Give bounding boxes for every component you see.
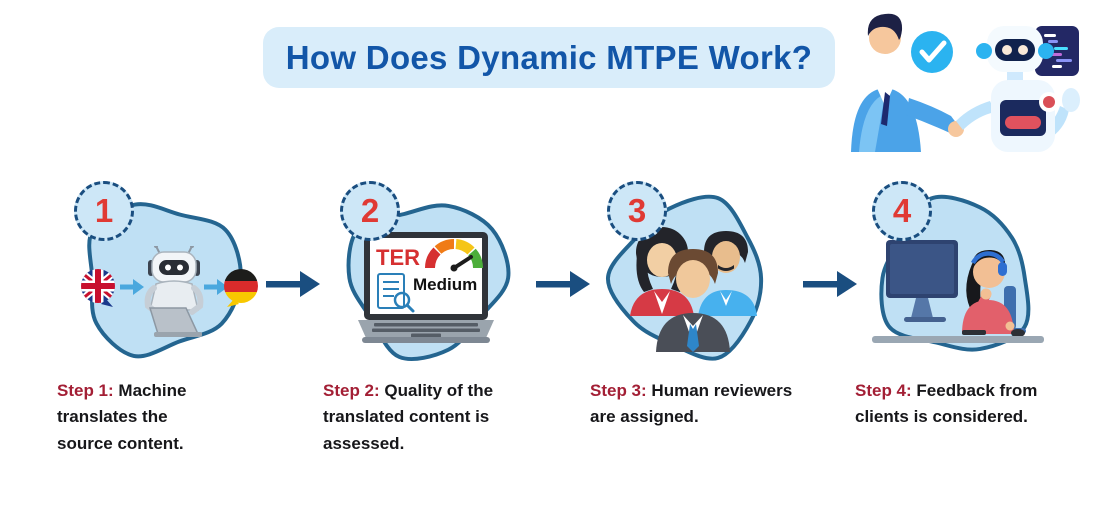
step-3-number-badge: 3 <box>607 181 667 241</box>
reviewer-lead-icon <box>656 249 730 352</box>
laptop-quality-gauge-icon: TER Medium <box>358 232 494 343</box>
step-3-label: Step 3: <box>590 381 647 400</box>
title-banner: How Does Dynamic MTPE Work? <box>263 27 835 88</box>
uk-flag-icon <box>81 269 115 307</box>
flow-arrow-icon <box>536 271 590 297</box>
step-4-caption: Step 4: Feedback from clients is conside… <box>855 378 1071 431</box>
ter-gauge: TER Medium <box>376 238 484 294</box>
step-3-caption: Step 3: Human reviewers are assigned. <box>590 378 802 431</box>
reviewer-team-icon <box>630 227 757 352</box>
step-number: 1 <box>94 192 114 229</box>
step-1-blob <box>50 186 268 370</box>
step-2-blob: TER Medium <box>316 186 534 370</box>
hero-illustration <box>845 0 1095 152</box>
step-2-label: Step 2: <box>323 381 380 400</box>
woman-at-computer-icon <box>872 240 1044 343</box>
step-1-label: Step 1: <box>57 381 114 400</box>
arrow-right-icon <box>120 279 144 295</box>
document-review-icon <box>377 273 415 313</box>
code-panel-icon <box>1035 26 1079 76</box>
quality-level-label: Medium <box>413 275 477 294</box>
step-2-text: Quality of the translated content is ass… <box>323 381 494 453</box>
monitor-icon <box>886 240 958 322</box>
flow-arrow-icon <box>803 271 857 297</box>
step-number: 2 <box>360 192 380 229</box>
man-in-suit-icon <box>851 13 964 152</box>
man-robot-handshake-illustration <box>851 13 1080 152</box>
step-1-text: Machine translates the source content. <box>57 381 187 453</box>
step-2-caption: Step 2: Quality of the translated conten… <box>323 378 527 457</box>
reviewer-man-mustache-icon <box>698 231 757 316</box>
step-number: 4 <box>892 192 912 229</box>
step-4-label: Step 4: <box>855 381 912 400</box>
step-3-text: Human reviewers are assigned. <box>590 381 793 427</box>
woman-icon <box>962 249 1015 334</box>
step-1-caption: Step 1: Machine translates the source co… <box>57 378 215 457</box>
step-number: 3 <box>627 192 647 229</box>
step-2-number-badge: 2 <box>340 181 400 241</box>
step-4-text: Feedback from clients is considered. <box>855 381 1038 427</box>
check-circle-icon <box>911 31 953 73</box>
flow-arrow-icon <box>266 271 320 297</box>
german-flag-icon <box>224 269 258 307</box>
step-1-number-badge: 1 <box>74 181 134 241</box>
arrow-right-icon <box>204 279 228 295</box>
ter-label: TER <box>376 245 420 270</box>
robot-at-laptop-icon <box>144 246 204 337</box>
page-title: How Does Dynamic MTPE Work? <box>285 38 813 76</box>
step-4-number-badge: 4 <box>872 181 932 241</box>
step-3-blob <box>583 186 801 370</box>
robot-icon <box>956 26 1080 152</box>
